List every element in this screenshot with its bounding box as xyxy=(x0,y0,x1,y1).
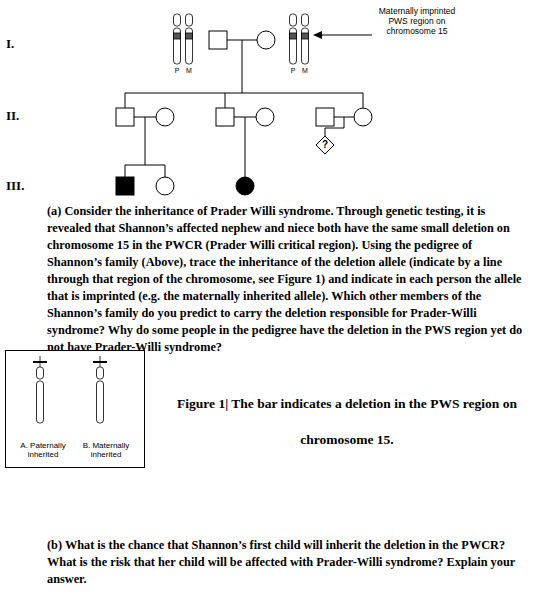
chromosome xyxy=(186,28,193,64)
female-symbol xyxy=(256,108,274,126)
affected-female xyxy=(236,177,254,195)
arrow-head xyxy=(313,31,322,39)
female-symbol xyxy=(156,177,174,195)
descent-line xyxy=(242,40,243,93)
descent-line xyxy=(125,93,126,108)
figure-label: A. Paternally inherited xyxy=(16,441,70,459)
unknown-sex-symbol: ? xyxy=(316,136,334,154)
pedigree-lines xyxy=(125,40,363,177)
chromosome xyxy=(37,381,44,423)
chromosome-pairs xyxy=(174,14,309,64)
chromosome xyxy=(302,28,309,64)
allele-origin: M xyxy=(184,67,194,74)
female-symbol xyxy=(156,108,174,126)
chromosome xyxy=(174,28,181,64)
chromosome-band xyxy=(186,33,193,39)
question-text: (a) Consider the inheritance of Prader W… xyxy=(47,203,527,356)
descent-line xyxy=(363,93,364,108)
pointer-arrow xyxy=(320,35,372,36)
figure-chromosomes xyxy=(33,356,107,423)
descent-line xyxy=(165,165,166,177)
deletion-bar xyxy=(33,361,47,363)
chromosome xyxy=(97,367,104,379)
annotation: Maternally imprinted PWS region on chrom… xyxy=(374,6,460,36)
chromosome-band xyxy=(174,33,181,39)
affected-male xyxy=(116,177,134,195)
chromosome xyxy=(37,367,44,379)
male-symbol xyxy=(216,108,234,126)
generation-label: I. xyxy=(6,36,36,52)
generation-label: III. xyxy=(6,178,36,194)
figure-box: A. Paternally inherited B. Maternally inh… xyxy=(5,350,145,468)
deletion-bar xyxy=(93,361,107,363)
descent-line xyxy=(225,93,226,108)
chromosome xyxy=(302,14,309,26)
allele-origin: M xyxy=(300,67,310,74)
chromosome xyxy=(290,14,297,26)
chromosome xyxy=(290,28,297,64)
sibship-line xyxy=(125,165,165,166)
diamond-shape xyxy=(316,136,334,154)
figure-caption: Figure 1| The bar indicates a deletion i… xyxy=(158,386,536,458)
descent-line xyxy=(125,165,126,177)
male-symbol xyxy=(316,108,334,126)
chromosome-band xyxy=(290,33,297,39)
male-symbol xyxy=(116,108,134,126)
female-symbol xyxy=(257,31,275,49)
chromosome xyxy=(97,381,104,423)
chromosome xyxy=(174,14,181,26)
chromosome-band xyxy=(302,33,309,39)
figure-label: B. Maternally inherited xyxy=(78,441,134,459)
descent-line xyxy=(145,117,146,165)
allele-origin: P xyxy=(172,67,182,74)
chromosome xyxy=(186,14,193,26)
descent-line xyxy=(245,117,246,177)
question-text: (b) What is the chance that Shannon’s fi… xyxy=(47,537,527,588)
male-symbol xyxy=(209,31,227,49)
female-symbol xyxy=(354,108,372,126)
generation-label: II. xyxy=(6,108,36,124)
allele-origin: P xyxy=(288,67,298,74)
symbol-text: ? xyxy=(316,136,334,154)
sibship-line xyxy=(125,93,363,94)
